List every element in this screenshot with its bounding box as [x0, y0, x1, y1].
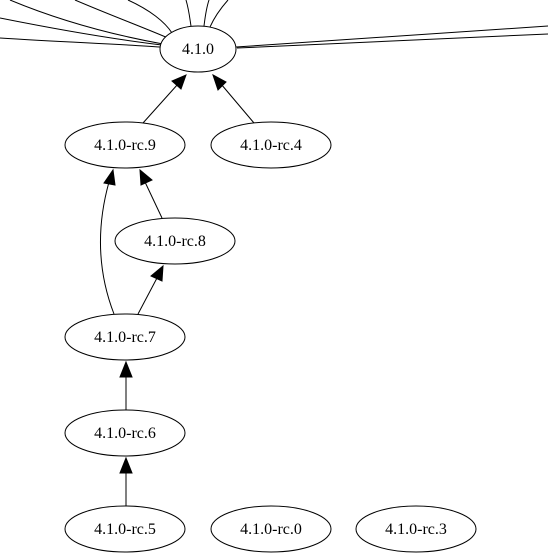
edge-offscreen-left-5: [127, 0, 173, 34]
edge-offscreen-right-1: [235, 25, 548, 48]
node-4-1-0-label: 4.1.0: [182, 41, 214, 58]
node-4-1-0-rc-0-label: 4.1.0-rc.0: [240, 521, 302, 538]
edge-offscreen-left-1: [0, 17, 163, 46]
node-4-1-0-rc-7-label: 4.1.0-rc.7: [94, 329, 156, 346]
edges-offscreen: [0, 0, 548, 49]
edge-offscreen-left-2: [0, 37, 161, 48]
node-4-1-0-rc-0[interactable]: 4.1.0-rc.0: [210, 505, 332, 553]
node-4-1-0-rc-8-shape: [114, 217, 236, 265]
edge-offscreen-top-3: [209, 0, 229, 28]
edge-rc4-to-4-1-0: [220, 83, 255, 124]
arrowhead-rc5-to-rc6: [119, 456, 133, 474]
node-4-1-0[interactable]: 4.1.0: [159, 25, 237, 73]
arrowhead-rc9-to-4-1-0: [171, 74, 187, 90]
arrowhead-rc4-to-4-1-0: [212, 73, 227, 91]
node-4-1-0-rc-5-shape: [64, 505, 186, 553]
edge-offscreen-right-2: [236, 33, 548, 49]
node-4-1-0-rc-3-label: 4.1.0-rc.3: [385, 521, 447, 538]
node-4-1-0-rc-9-shape: [64, 121, 186, 169]
node-4-1-0-rc-6-label: 4.1.0-rc.6: [94, 425, 156, 442]
node-4-1-0-rc-6-shape: [64, 409, 186, 457]
arrowhead-rc6-to-rc7: [119, 360, 133, 378]
node-4-1-0-rc-7-shape: [64, 313, 186, 361]
edge-rc9-to-4-1-0: [142, 83, 179, 124]
arrowhead-rc7-to-rc8: [150, 264, 164, 282]
node-4-1-0-rc-6[interactable]: 4.1.0-rc.6: [64, 409, 186, 457]
edge-offscreen-top-2: [203, 0, 210, 27]
edge-offscreen-left-4: [74, 0, 169, 39]
node-4-1-0-rc-9[interactable]: 4.1.0-rc.9: [64, 121, 186, 169]
node-4-1-0-rc-3-shape: [355, 505, 477, 553]
node-4-1-0-rc-7[interactable]: 4.1.0-rc.7: [64, 313, 186, 361]
node-4-1-0-rc-4-label: 4.1.0-rc.4: [240, 137, 302, 154]
node-4-1-0-rc-8[interactable]: 4.1.0-rc.8: [114, 217, 236, 265]
edge-offscreen-left-3: [9, 0, 164, 45]
edge-offscreen-top-1: [185, 0, 192, 27]
node-4-1-0-rc-4-shape: [210, 121, 332, 169]
edges: [100, 73, 255, 506]
node-4-1-0-rc-4[interactable]: 4.1.0-rc.4: [210, 121, 332, 169]
edge-rc7-to-rc9: [100, 181, 115, 315]
node-4-1-0-rc-5-label: 4.1.0-rc.5: [94, 521, 156, 538]
node-4-1-0-rc-0-shape: [210, 505, 332, 553]
edge-rc8-to-rc9: [144, 181, 163, 219]
node-4-1-0-rc-5[interactable]: 4.1.0-rc.5: [64, 505, 186, 553]
node-4-1-0-rc-3[interactable]: 4.1.0-rc.3: [355, 505, 477, 553]
arrowhead-rc8-to-rc9: [139, 168, 153, 186]
node-4-1-0-rc-9-label: 4.1.0-rc.9: [94, 137, 156, 154]
node-4-1-0-shape: [159, 25, 237, 73]
arrowhead-rc7-to-rc9: [103, 168, 116, 186]
edge-rc7-to-rc8: [137, 277, 158, 315]
node-4-1-0-rc-8-label: 4.1.0-rc.8: [144, 233, 206, 250]
